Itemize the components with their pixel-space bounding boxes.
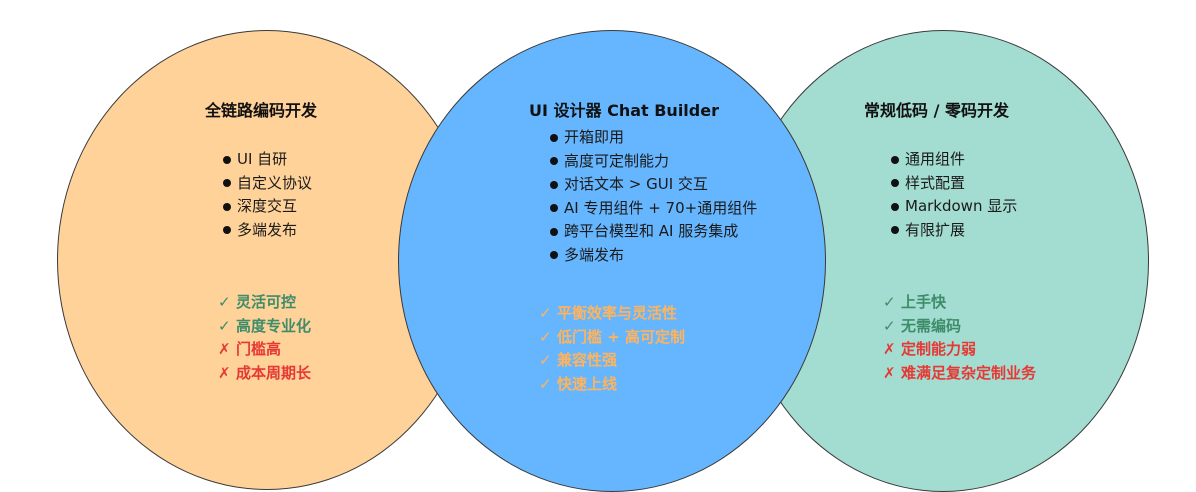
assessment-item: ✓ 灵活可控 <box>218 291 311 315</box>
feature-label: UI 自研 <box>237 150 288 168</box>
assessment-label: 兼容性强 <box>557 351 618 369</box>
bullet-dot-icon <box>891 179 899 188</box>
left-feature-list: UI 自研 自定义协议 深度交互 多端发布 <box>223 148 312 242</box>
check-icon: ✓ <box>883 316 896 335</box>
check-icon: ✓ <box>539 327 552 346</box>
check-icon: ✓ <box>539 374 552 393</box>
left-title: 全链路编码开发 <box>205 101 318 120</box>
feature-label: 多端发布 <box>237 220 298 239</box>
center-assessment-list: ✓ 平衡效率与灵活性 ✓ 低门槛 + 高可定制 ✓ 兼容性强 ✓ 快速上线 <box>539 302 685 396</box>
assessment-label: 高度专业化 <box>236 316 312 335</box>
check-icon: ✓ <box>218 316 231 335</box>
check-icon: ✓ <box>539 351 552 369</box>
feature-label: 跨平台模型和 AI 服务集成 <box>564 222 739 240</box>
bullet-dot-icon <box>550 180 558 189</box>
assessment-label: 无需编码 <box>901 316 962 335</box>
feature-label: 样式配置 <box>905 173 966 192</box>
list-item: 样式配置 <box>891 172 1017 196</box>
bullet-dot-icon <box>891 155 899 164</box>
bullet-dot-icon <box>550 133 558 142</box>
feature-label: 有限扩展 <box>905 220 966 239</box>
list-item: 自定义协议 <box>223 172 312 196</box>
assessment-label: 难满足复杂定制业务 <box>901 363 1037 382</box>
list-item: 高度可定制能力 <box>550 150 757 174</box>
feature-label: AI 专用组件 + 70+通用组件 <box>564 198 758 217</box>
feature-label: 自定义协议 <box>237 173 313 192</box>
assessment-item: ✓ 上手快 <box>883 291 1036 315</box>
feature-label: 对话文本 > GUI 交互 <box>564 175 708 193</box>
bullet-dot-icon <box>891 202 899 211</box>
right-title: 常规低码 / 零码开发 <box>864 101 1009 120</box>
list-item: 多端发布 <box>223 219 312 243</box>
assessment-item: ✓ 低门槛 + 高可定制 <box>539 326 685 350</box>
assessment-item: ✓ 兼容性强 <box>539 349 685 373</box>
list-item: 深度交互 <box>223 195 312 219</box>
check-icon: ✓ <box>218 293 231 311</box>
assessment-item: ✓ 高度专业化 <box>218 315 311 339</box>
feature-label: 深度交互 <box>237 197 298 215</box>
bullet-dot-icon <box>223 202 231 211</box>
bullet-dot-icon <box>550 227 558 236</box>
feature-label: 通用组件 <box>905 150 966 168</box>
assessment-item: ✓ 快速上线 <box>539 373 685 397</box>
list-item: Markdown 显示 <box>891 195 1017 219</box>
bullet-dot-icon <box>891 226 899 235</box>
bullet-dot-icon <box>223 179 231 188</box>
list-item: 对话文本 > GUI 交互 <box>550 173 757 197</box>
assessment-item: ✗ 定制能力弱 <box>883 338 1036 362</box>
right-feature-list: 通用组件 样式配置 Markdown 显示 有限扩展 <box>891 148 1017 242</box>
feature-label: Markdown 显示 <box>905 197 1018 215</box>
center-feature-list: 开箱即用 高度可定制能力 对话文本 > GUI 交互 AI 专用组件 + 70+… <box>550 126 757 267</box>
list-item: AI 专用组件 + 70+通用组件 <box>550 197 757 221</box>
bullet-dot-icon <box>550 157 558 166</box>
assessment-label: 上手快 <box>901 293 947 311</box>
bullet-dot-icon <box>550 204 558 213</box>
bullet-dot-icon <box>550 251 558 260</box>
assessment-label: 灵活可控 <box>236 293 297 311</box>
assessment-label: 平衡效率与灵活性 <box>557 304 678 322</box>
center-title: UI 设计器 Chat Builder <box>529 101 719 120</box>
assessment-label: 快速上线 <box>557 374 618 393</box>
assessment-item: ✗ 成本周期长 <box>218 362 311 386</box>
bullet-dot-icon <box>223 155 231 164</box>
cross-icon: ✗ <box>883 340 896 358</box>
assessment-label: 低门槛 + 高可定制 <box>557 327 686 346</box>
assessment-item: ✓ 平衡效率与灵活性 <box>539 302 685 326</box>
assessment-label: 定制能力弱 <box>901 340 977 358</box>
cross-icon: ✗ <box>218 340 231 358</box>
assessment-label: 成本周期长 <box>236 363 312 382</box>
assessment-item: ✓ 无需编码 <box>883 315 1036 339</box>
list-item: 有限扩展 <box>891 219 1017 243</box>
cross-icon: ✗ <box>883 363 896 382</box>
list-item: 跨平台模型和 AI 服务集成 <box>550 220 757 244</box>
assessment-label: 门槛高 <box>236 340 282 358</box>
assessment-item: ✗ 难满足复杂定制业务 <box>883 362 1036 386</box>
list-item: UI 自研 <box>223 148 312 172</box>
feature-label: 高度可定制能力 <box>564 151 670 170</box>
list-item: 通用组件 <box>891 148 1017 172</box>
feature-label: 多端发布 <box>564 245 625 264</box>
feature-label: 开箱即用 <box>564 128 625 146</box>
assessment-item: ✗ 门槛高 <box>218 338 311 362</box>
cross-icon: ✗ <box>218 363 231 382</box>
list-item: 开箱即用 <box>550 126 757 150</box>
right-assessment-list: ✓ 上手快 ✓ 无需编码 ✗ 定制能力弱 ✗ 难满足复杂定制业务 <box>883 291 1036 385</box>
list-item: 多端发布 <box>550 244 757 268</box>
bullet-dot-icon <box>223 226 231 235</box>
check-icon: ✓ <box>883 293 896 311</box>
left-assessment-list: ✓ 灵活可控 ✓ 高度专业化 ✗ 门槛高 ✗ 成本周期长 <box>218 291 311 385</box>
check-icon: ✓ <box>539 304 552 322</box>
